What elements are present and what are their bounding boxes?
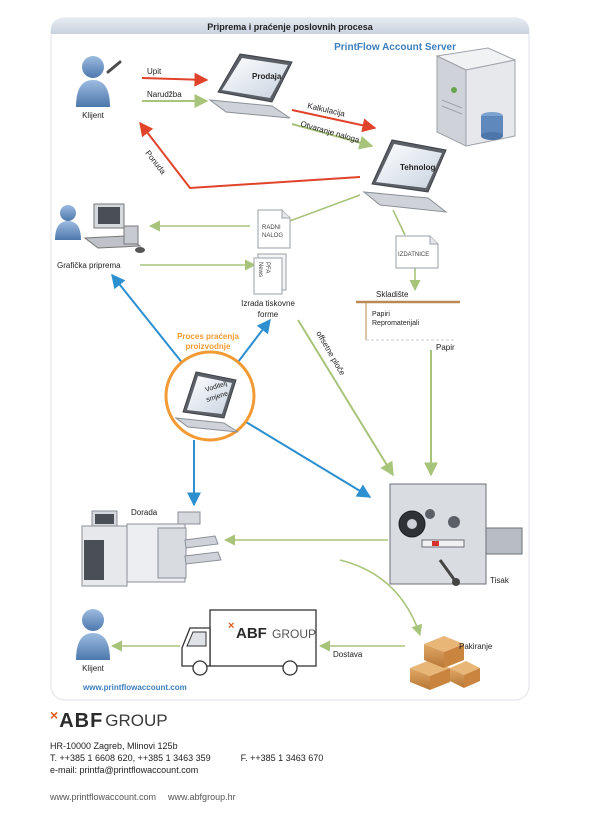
truck-icon: ×: [181, 609, 317, 676]
arrow-blue-tisak: [245, 421, 372, 498]
arrow-upit: [141, 72, 209, 87]
radni-nalog-document-icon: [257, 209, 291, 249]
klijent-bottom-label: Klijent: [82, 664, 105, 673]
arrows: [110, 72, 438, 652]
abf-group-logo: × ABF GROUP: [50, 707, 570, 734]
laptop-tehnolog-icon: [362, 139, 448, 213]
izrada-label-line2: forme: [258, 310, 279, 319]
diagram-website: www.printflowaccount.com: [82, 683, 187, 692]
pfa-news-document-icon: [253, 253, 287, 295]
person-bottom-icon: [76, 609, 110, 660]
workstation-icon: [55, 203, 145, 253]
label-upit: Upit: [147, 67, 162, 76]
truck-logo-group: GROUP: [272, 627, 316, 641]
boxes-icon: [410, 636, 480, 690]
graficka-priprema-label: Grafička priprema: [57, 261, 121, 270]
laptop-prodaja-icon: [208, 53, 293, 119]
arrow-to-pakiranje: [339, 559, 423, 637]
footer-email[interactable]: e-mail: printfa@printflowaccount.com: [50, 765, 199, 775]
arrow-tehnolog-radni: [286, 194, 361, 223]
footer-phone-row: T. ++385 1 6608 620, ++385 1 3463 359 F. …: [50, 752, 570, 764]
radni-line2: NALOG: [262, 233, 283, 239]
label-narudzba: Narudžba: [147, 90, 182, 99]
footer-address: HR-10000 Zagreb, Mlinovi 125b: [50, 741, 178, 751]
footer-fax: F. ++385 1 3463 670: [240, 753, 324, 763]
arrow-blue-izrada: [237, 318, 271, 363]
laptop-voditelj-icon: [174, 371, 239, 433]
klijent-top-label: Klijent: [82, 111, 105, 120]
title-bar: [51, 18, 529, 34]
finishing-machine-icon: [81, 510, 222, 587]
proces-label-line1: Proces praćenja: [177, 332, 239, 341]
label-dostava: Dostava: [333, 650, 363, 659]
tisak-label: Tisak: [490, 576, 510, 585]
person-icon: [76, 56, 122, 107]
arrow-kalkulacija: [291, 109, 377, 133]
pakiranje-label: Pakiranje: [459, 642, 493, 651]
server-icon: [435, 47, 517, 147]
arrow-offsetne: [297, 319, 394, 477]
radni-line1: RADNI: [262, 225, 281, 231]
arrow-otvaranje: [291, 123, 374, 150]
footer: × ABF GROUP HR-10000 Zagreb, Mlinovi 125…: [50, 707, 570, 802]
skladiste-label: Skladište: [376, 290, 409, 299]
footer-web-row: www.printflowaccount.com www.abfgroup.hr: [50, 792, 570, 802]
pfa-line2: News: [257, 262, 263, 277]
dorada-label: Dorada: [131, 508, 158, 517]
izdatnice-label: IZDATNICE: [398, 252, 429, 258]
svg-text:×: ×: [228, 620, 234, 632]
skladiste-item2: Repromaterijali: [372, 320, 420, 327]
server-title: PrintFlow Account Server: [334, 42, 456, 53]
arrow-ponuda: [139, 121, 361, 190]
tehnolog-label: Tehnolog: [400, 163, 436, 172]
izrada-label-line1: Izrada tiskovne: [241, 299, 295, 308]
printing-press-icon: [389, 483, 523, 586]
izdatnice-document-icon: [395, 235, 439, 269]
footer-phone: T. ++385 1 6608 620, ++385 1 3463 359: [50, 753, 211, 763]
truck-logo-abf: ABF: [236, 625, 267, 642]
prodaja-label: Prodaja: [252, 72, 282, 81]
arrow-blue-graficka: [111, 273, 185, 366]
label-papir: Papir: [436, 343, 455, 352]
logo-group: GROUP: [105, 711, 168, 730]
logo-abf: ABF: [59, 709, 104, 732]
footer-web2[interactable]: www.abfgroup.hr: [168, 792, 236, 802]
abf-cross-icon: ×: [50, 707, 59, 723]
proces-label-line2: proizvodnje: [186, 342, 231, 351]
diagram-title: Priprema i praćenje poslovnih procesa: [207, 22, 374, 32]
skladiste-item1: Papiri: [372, 311, 390, 318]
pfa-line1: PFA: [264, 262, 270, 273]
footer-web1[interactable]: www.printflowaccount.com: [50, 792, 157, 802]
arrow-tehnolog-izdatnice: [392, 209, 406, 236]
